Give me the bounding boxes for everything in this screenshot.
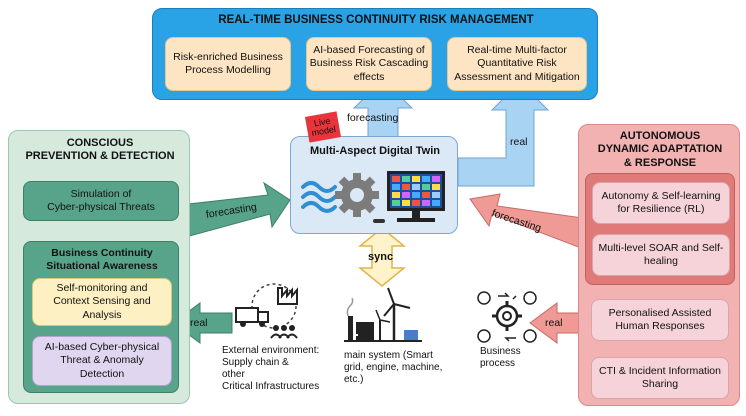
ai-forecasting-box: AI-based Forecasting of Business Risk Ca… [306,37,432,91]
self-monitoring-box: Self-monitoring and Context Sensing and … [32,278,172,326]
awareness-group: Business Continuity Situational Awarenes… [23,241,179,393]
risk-assessment-box: Real-time Multi-factor Quantitative Risk… [447,37,587,91]
forecasting-right-arrow [469,193,584,249]
risk-management-panel: REAL-TIME BUSINESS CONTINUITY RISK MANAG… [152,8,598,100]
risk-process-modelling-box: Risk-enriched Business Process Modelling [165,37,291,91]
sync-arrow [357,227,407,287]
assisted-responses-box: Personalised Assisted Human Responses [591,299,729,341]
sync-label: sync [368,251,394,263]
simulation-box: Simulation of Cyber-physical Threats [23,181,179,221]
digital-twin-illustration [301,171,445,223]
gear-icon [492,301,522,331]
autonomy-group: Autonomy & Self-learning for Resilience … [585,173,735,285]
power-plant-icon [344,287,422,342]
wave-icon [301,181,337,213]
business-process-icon [477,291,537,343]
autonomy-rl-box: Autonomy & Self-learning for Resilience … [592,182,730,224]
monitor-icon [373,171,445,223]
real-left-label: real [190,317,208,329]
threat-detection-box: AI-based Cyber-physical Threat & Anomaly… [32,336,172,386]
prevention-detection-title: CONSCIOUS PREVENTION & DETECTION [25,136,175,162]
main-system-label: main system (Smart grid, engine, machine… [344,350,443,385]
risk-management-title: REAL-TIME BUSINESS CONTINUITY RISK MANAG… [218,14,534,27]
soar-self-healing-box: Multi-level SOAR and Self- healing [592,234,730,276]
digital-twin-title: Multi-Aspect Digital Twin [310,145,440,157]
gear-icon [335,173,379,217]
cti-sharing-box: CTI & Incident Information Sharing [591,357,729,399]
supply-chain-icon [235,283,298,339]
real-top-label: real [510,136,528,148]
digital-twin-box: Multi-Aspect Digital Twin [290,136,458,234]
adaptation-response-title: AUTONOMOUS DYNAMIC ADAPTATION & RESPONSE [597,130,723,169]
forecasting-top-label: forecasting [347,112,399,124]
awareness-title: Business Continuity Situational Awarenes… [46,247,158,272]
live-model-badge: Live model [304,111,342,143]
external-environment-label: External environment: Supply chain & oth… [222,345,320,392]
adaptation-response-panel: AUTONOMOUS DYNAMIC ADAPTATION & RESPONSE… [578,124,740,406]
real-right-label: real [545,317,563,329]
business-process-label: Business process [480,346,521,369]
prevention-detection-panel: CONSCIOUS PREVENTION & DETECTION Simulat… [8,130,190,404]
